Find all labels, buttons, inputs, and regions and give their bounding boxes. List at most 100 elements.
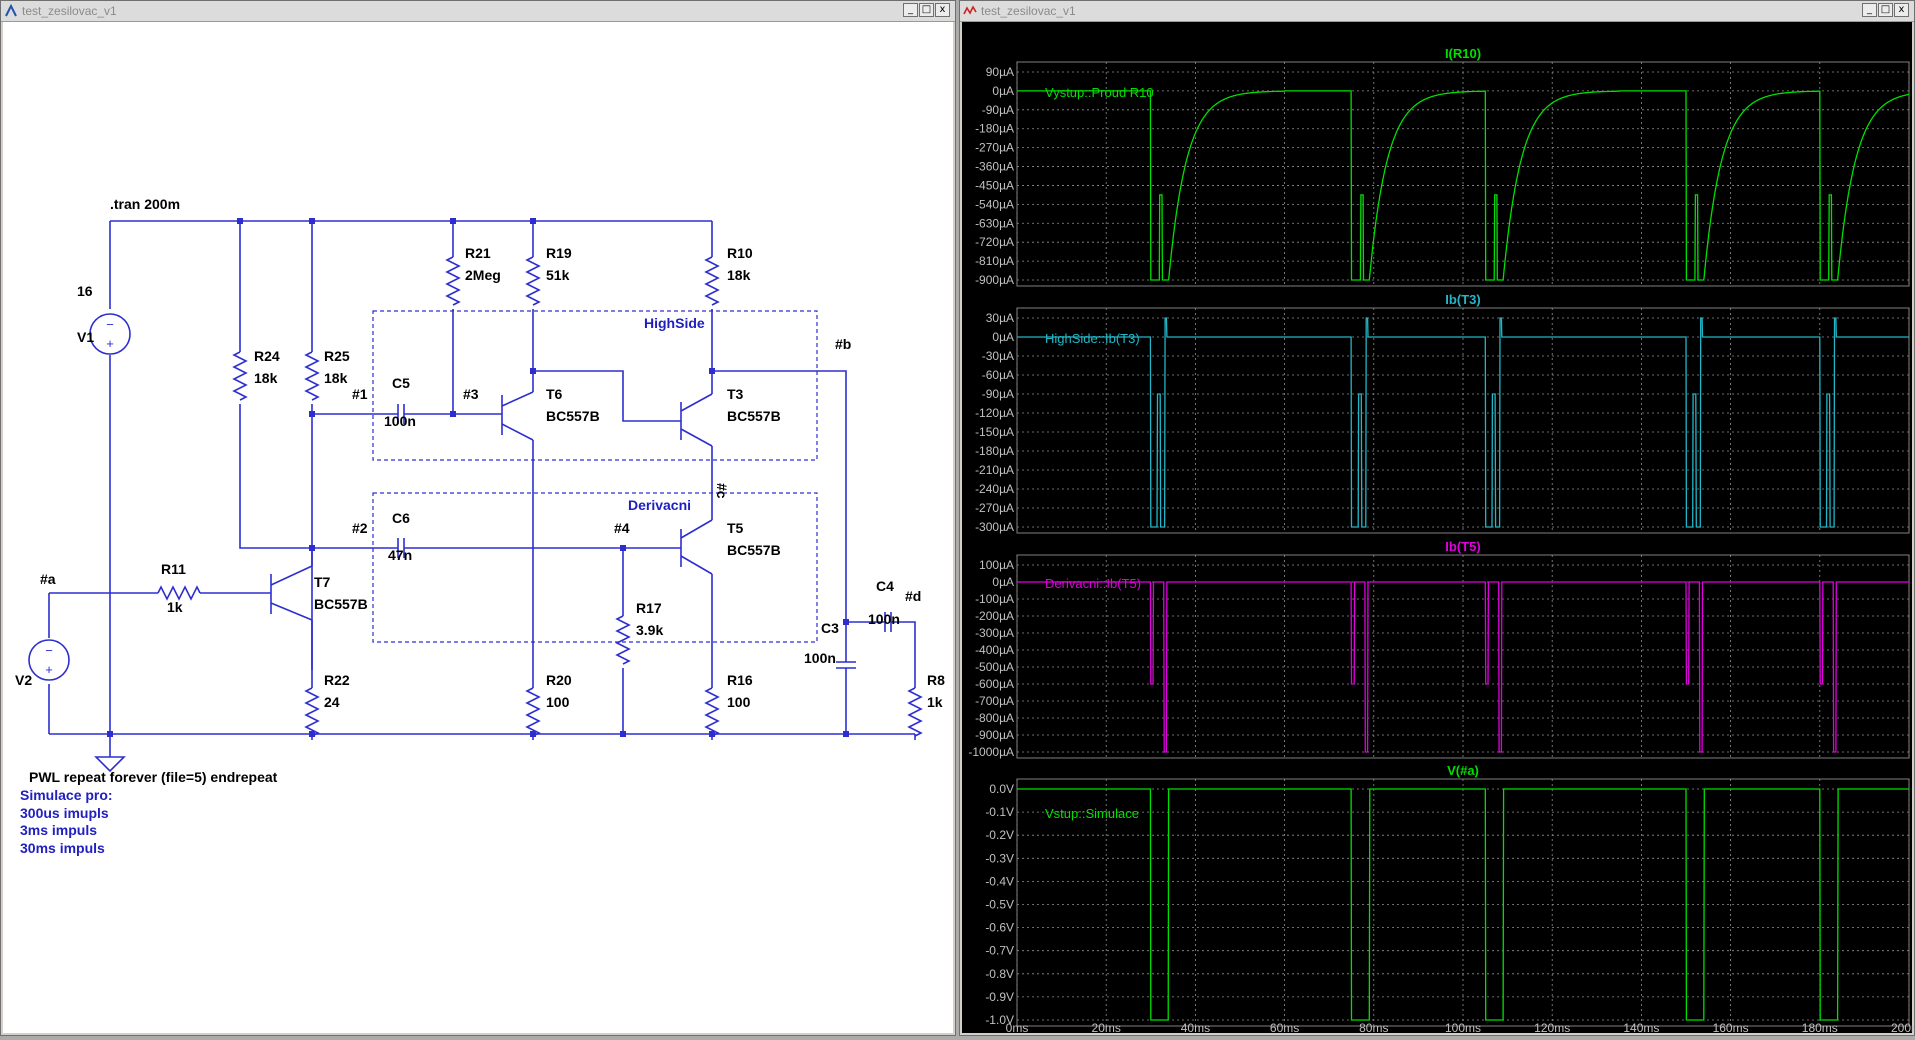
r20-resistor-symbol[interactable] [527,688,539,736]
r25-resistor-symbol[interactable] [306,352,318,400]
trace-name-label[interactable]: V(#a) [1447,763,1479,778]
minimize-button[interactable]: _ [1862,3,1877,17]
netc-label: #c [714,483,730,499]
t3-transistor-symbol[interactable] [681,371,712,508]
trace-name-label[interactable]: Ib(T5) [1445,539,1480,554]
highside-box-label: HighSide [644,315,705,331]
r19-resistor-symbol[interactable] [527,257,539,305]
c6-value-label: 47n [388,547,412,563]
y-tick-label: -300µA [975,626,1014,640]
t5-model-label: BC557B [727,542,781,558]
waveform-window[interactable]: test_zesilovac_v1 _ □ x 90µA0µA-90µA-180… [959,0,1915,1036]
y-tick-label: -540µA [975,197,1014,211]
t7-transistor-symbol[interactable] [271,542,312,670]
y-tick-label: -720µA [975,235,1014,249]
r8-resistor-symbol[interactable] [909,688,921,736]
r10-value-label: 18k [727,267,751,283]
minimize-button[interactable]: _ [903,3,918,17]
y-tick-label: -1000µA [968,745,1014,759]
r22-resistor-symbol[interactable] [306,688,318,736]
v2-wire[interactable] [49,593,271,734]
r10-resistor-symbol[interactable] [706,257,718,305]
t7-name-label: T7 [314,574,331,590]
ground-symbol [96,734,124,771]
schematic-window-title: test_zesilovac_v1 [22,4,117,18]
schematic-app-icon [4,4,18,18]
y-tick-label: -180µA [975,444,1014,458]
net1-label: #1 [352,386,368,402]
waveform-svg[interactable]: 90µA0µA-90µA-180µA-270µA-360µA-450µA-540… [962,22,1914,1035]
junction-dot [309,411,315,417]
close-button[interactable]: x [1894,3,1909,17]
sim-note-line2[interactable]: 3ms impuls [20,822,97,838]
x-tick-label: 100ms [1445,1021,1481,1035]
y-tick-label: -180µA [975,122,1014,136]
r17-value-label: 3.9k [636,622,663,638]
c6-name-label: C6 [392,510,410,526]
y-tick-label: -630µA [975,216,1014,230]
maximize-button[interactable]: □ [919,3,934,17]
y-tick-label: -0.4V [985,874,1014,888]
v2-minus-mark: − [45,643,53,658]
schematic-canvas[interactable]: .tran 200m 16 V1 V2 R21 2Meg R19 51k R10… [3,22,953,1033]
maximize-button[interactable]: □ [1878,3,1893,17]
r24-resistor-symbol[interactable] [234,352,246,400]
v2-plus-mark: + [45,662,53,677]
x-tick-label: 80ms [1359,1021,1388,1035]
r16-value-label: 100 [727,694,751,710]
c5-name-label: C5 [392,375,410,391]
junction-dot [843,731,849,737]
waveform-window-title: test_zesilovac_v1 [981,4,1076,18]
r22-name-label: R22 [324,672,350,688]
derivacni-box[interactable] [373,493,817,642]
v1-minus-mark: − [106,317,114,332]
c3-value-label: 100n [804,650,836,666]
r16-resistor-symbol[interactable] [706,688,718,736]
t5-transistor-symbol[interactable] [681,508,712,740]
t6-name-label: T6 [546,386,563,402]
r21-resistor-symbol[interactable] [447,257,459,305]
y-tick-label: 0µA [992,330,1014,344]
y-tick-label: -270µA [975,501,1014,515]
v1-plus-mark: + [106,336,114,351]
trace-name-label[interactable]: I(R10) [1445,46,1481,61]
junction-dot [530,731,536,737]
x-tick-label: 180ms [1802,1021,1838,1035]
r24-name-label: R24 [254,348,280,364]
junction-dot [530,218,536,224]
r17-resistor-symbol[interactable] [617,616,629,664]
v1-name-label: V1 [77,329,94,345]
netd-label: #d [905,588,921,604]
schematic-svg[interactable]: .tran 200m 16 V1 V2 R21 2Meg R19 51k R10… [3,22,955,1035]
y-tick-label: -30µA [982,349,1014,363]
x-tick-label: 60ms [1270,1021,1299,1035]
sim-note-line1[interactable]: 300us imupls [20,805,109,821]
schematic-window[interactable]: test_zesilovac_v1 _ □ x [0,0,956,1036]
t3-model-label: BC557B [727,408,781,424]
sim-note-title[interactable]: Simulace pro: [20,787,113,803]
waveform-plot-area[interactable]: 90µA0µA-90µA-180µA-270µA-360µA-450µA-540… [962,22,1912,1033]
close-button[interactable]: x [935,3,950,17]
t6-transistor-symbol[interactable] [502,371,533,440]
c3-capacitor-symbol[interactable] [836,662,856,668]
y-tick-label: -600µA [975,677,1014,691]
trace-name-label[interactable]: Ib(T3) [1445,292,1480,307]
x-tick-label: 200ms [1891,1021,1914,1035]
y-tick-label: -100µA [975,592,1014,606]
r17-name-label: R17 [636,600,662,616]
sim-note-line3[interactable]: 30ms impuls [20,840,105,856]
y-tick-label: -0.6V [985,921,1014,935]
highside-box[interactable] [373,311,817,460]
y-tick-label: 0µA [992,84,1014,98]
junction-dot [450,411,456,417]
r11-resistor-symbol[interactable] [158,587,200,599]
y-tick-label: -90µA [982,103,1014,117]
y-tick-label: -90µA [982,387,1014,401]
schematic-titlebar[interactable]: test_zesilovac_v1 _ □ x [1,1,955,22]
pwl-note[interactable]: PWL repeat forever (file=5) endrepeat [29,769,278,785]
tran-directive[interactable]: .tran 200m [110,196,180,212]
waveform-titlebar[interactable]: test_zesilovac_v1 _ □ x [960,1,1914,22]
c4-name-label: C4 [876,578,894,594]
y-tick-label: -400µA [975,643,1014,657]
y-tick-label: -0.2V [985,828,1014,842]
